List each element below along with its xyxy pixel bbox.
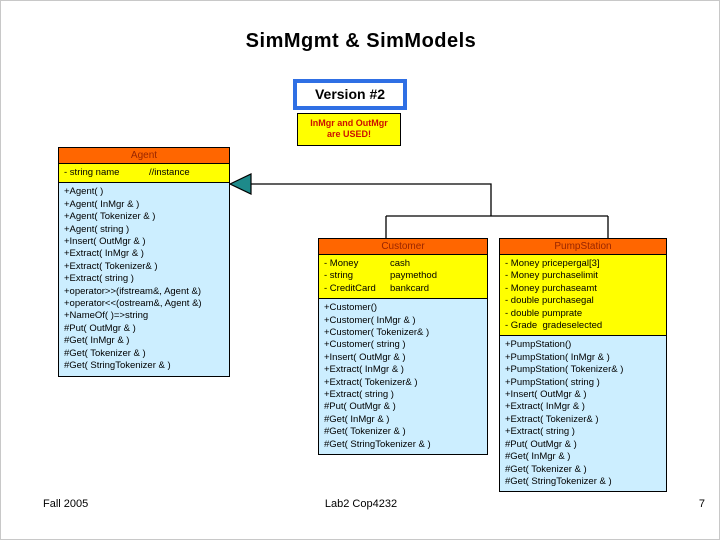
method-row: +Extract( InMgr & ): [64, 248, 144, 260]
method-row: #Get( StringTokenizer & ): [64, 360, 171, 372]
method-row: +Extract( Tokenizer& ): [505, 413, 599, 425]
method-row: +Insert( OutMgr & ): [324, 351, 406, 363]
method-row: +PumpStation( string ): [505, 376, 600, 388]
class-methods-customer: +Customer()+Customer( InMgr & )+Customer…: [319, 299, 487, 455]
attr-name: bankcard: [390, 282, 430, 294]
class-attributes-agent: - string name //instance: [59, 164, 229, 184]
attribute-row: - Money purchaseamt: [505, 282, 597, 294]
version-label: Version #2: [314, 86, 386, 102]
method-row: #Put( OutMgr & ): [324, 401, 396, 413]
class-attributes-pumpstation: - Money pricepergal[3]- Money purchaseli…: [500, 255, 666, 337]
method-row: +NameOf( )=>string: [64, 310, 149, 322]
method-row: +operator>>(ifstream&, Agent &): [64, 285, 202, 297]
method-row: +Extract( Tokenizer& ): [324, 376, 418, 388]
slide-footer: Fall 2005 Lab2 Cop4232 7: [1, 498, 719, 514]
attribute-row: - string paymethod: [324, 270, 487, 282]
generalization-arrowhead-icon: [228, 173, 252, 195]
method-row: #Get( InMgr & ): [505, 451, 571, 463]
method-row: +operator<<(ostream&, Agent &): [64, 298, 202, 310]
class-box-agent: Agent - string name//instance +Agent( )+…: [58, 147, 230, 377]
method-row: +Extract( Tokenizer& ): [64, 260, 158, 272]
attr-name: paymethod: [390, 270, 438, 282]
class-title-pumpstation: PumpStation: [500, 239, 666, 255]
attribute-row: - Money pricepergal[3]: [505, 258, 600, 269]
method-row: +PumpStation( InMgr & ): [505, 351, 610, 363]
method-row: +Extract( InMgr & ): [505, 401, 585, 413]
method-row: #Put( OutMgr & ): [64, 322, 136, 334]
attr-type: - string name: [64, 167, 120, 178]
class-methods-agent: +Agent( )+Agent( InMgr & )+Agent( Tokeni…: [59, 183, 229, 376]
method-row: +Agent( ): [64, 186, 104, 198]
method-row: #Get( InMgr & ): [64, 335, 130, 347]
method-row: +Customer( Tokenizer& ): [324, 327, 430, 339]
method-row: +Agent( Tokenizer & ): [64, 211, 156, 223]
method-row: #Put( OutMgr & ): [505, 438, 577, 450]
method-row: #Get( StringTokenizer & ): [505, 475, 612, 487]
attribute-row: - string name //instance: [64, 167, 229, 179]
method-row: +Extract( string ): [64, 273, 134, 285]
method-row: +Insert( OutMgr & ): [505, 389, 587, 401]
method-row: +Customer( InMgr & ): [324, 314, 416, 326]
attribute-row: - Money cash: [324, 258, 487, 270]
attribute-row: - Grade gradeselected: [505, 320, 603, 332]
method-row: +PumpStation( Tokenizer& ): [505, 364, 624, 376]
footer-course: Lab2 Cop4232: [324, 498, 398, 510]
method-row: +Agent( InMgr & ): [64, 198, 140, 210]
method-row: #Get( StringTokenizer & ): [324, 438, 431, 450]
method-row: #Get( Tokenizer & ): [324, 426, 406, 438]
method-row: +Customer(): [324, 302, 378, 314]
attribute-row: - double purchasegal: [505, 295, 594, 307]
class-methods-pumpstation: +PumpStation()+PumpStation( InMgr & )+Pu…: [500, 336, 666, 492]
method-row: #Get( InMgr & ): [324, 413, 390, 425]
note-callout: InMgr and OutMgr are USED!: [297, 113, 401, 146]
attr-name: cash: [390, 258, 411, 269]
footer-date: Fall 2005: [43, 498, 89, 510]
method-row: +Insert( OutMgr & ): [64, 236, 146, 248]
footer-page-number: 7: [698, 498, 705, 510]
note-line-2: are USED!: [326, 129, 371, 139]
attr-type: - Money: [324, 258, 359, 269]
attribute-row: - Money purchaselimit: [505, 270, 598, 282]
method-row: #Get( Tokenizer & ): [505, 463, 587, 475]
method-row: +Extract( string ): [324, 389, 394, 401]
method-row: +Extract( InMgr & ): [324, 364, 404, 376]
version-callout: Version #2: [293, 79, 407, 110]
connector-lines: [251, 183, 609, 238]
class-title-customer: Customer: [319, 239, 487, 255]
method-row: +Agent( string ): [64, 223, 130, 235]
method-row: +Extract( string ): [505, 426, 575, 438]
slide-title: SimMgmt & SimModels: [245, 30, 477, 52]
note-line-1: InMgr and OutMgr: [310, 118, 388, 128]
attr-type: - string: [324, 270, 354, 282]
attr-name: //instance: [149, 167, 190, 178]
method-row: +Customer( string ): [324, 339, 406, 351]
attribute-row: - CreditCard bankcard: [324, 283, 487, 295]
attribute-row: - double pumprate: [505, 307, 583, 319]
method-row: +PumpStation(): [505, 339, 572, 351]
class-title-agent: Agent: [59, 148, 229, 164]
method-row: #Get( Tokenizer & ): [64, 347, 146, 359]
class-box-pumpstation: PumpStation - Money pricepergal[3]- Mone…: [499, 238, 667, 493]
attr-type: - CreditCard: [324, 282, 376, 294]
